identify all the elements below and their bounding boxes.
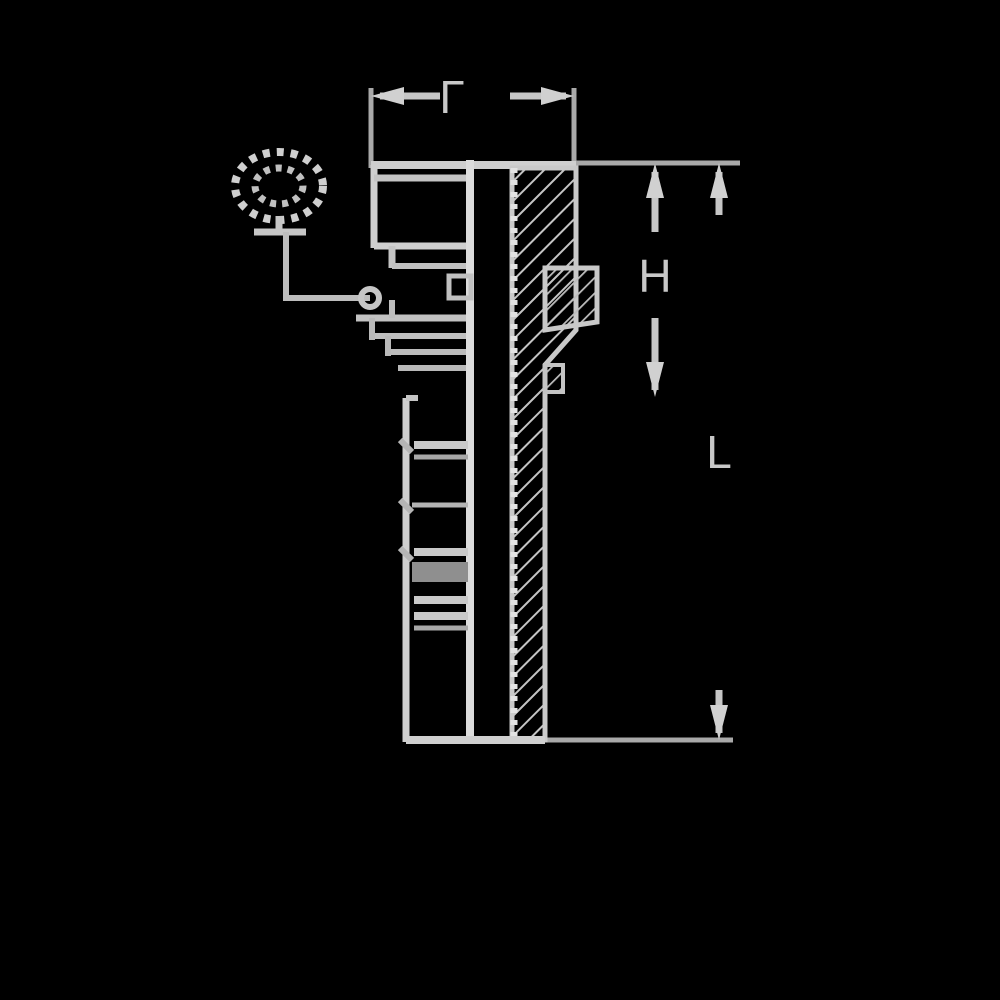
barb-tip <box>397 437 415 455</box>
arrow-head-left <box>371 87 404 105</box>
internal-detail-box <box>446 273 474 301</box>
height-dimension-label: H <box>638 250 671 302</box>
detail-callout-inner-icon <box>251 164 307 208</box>
detail-callout <box>231 148 370 301</box>
width-dimension: Γ <box>368 71 577 168</box>
section-hatch-tab <box>543 363 565 394</box>
barb-serrations <box>397 437 468 631</box>
section-hatch-stem <box>509 165 579 743</box>
detail-callout-leader <box>283 232 370 301</box>
length-dimension: L <box>470 160 733 743</box>
l-arrow-head-bottom <box>710 705 728 740</box>
l-arrow-head-top <box>710 163 728 198</box>
width-dimension-label: Γ <box>439 71 464 123</box>
barb-tip <box>397 497 415 515</box>
internal-detail-dot-icon <box>358 286 382 310</box>
h-arrow-head-top <box>646 163 664 198</box>
serration-band <box>412 562 468 582</box>
h-arrow-head-bottom <box>646 362 664 397</box>
barb-tip <box>397 545 415 563</box>
section-hatch-shoulder <box>542 265 600 333</box>
arrow-head-right <box>541 87 574 105</box>
height-dimension: H <box>576 160 740 397</box>
part-geometry <box>356 160 600 744</box>
detail-callout-circle-icon <box>231 148 327 224</box>
length-dimension-label: L <box>706 426 732 478</box>
